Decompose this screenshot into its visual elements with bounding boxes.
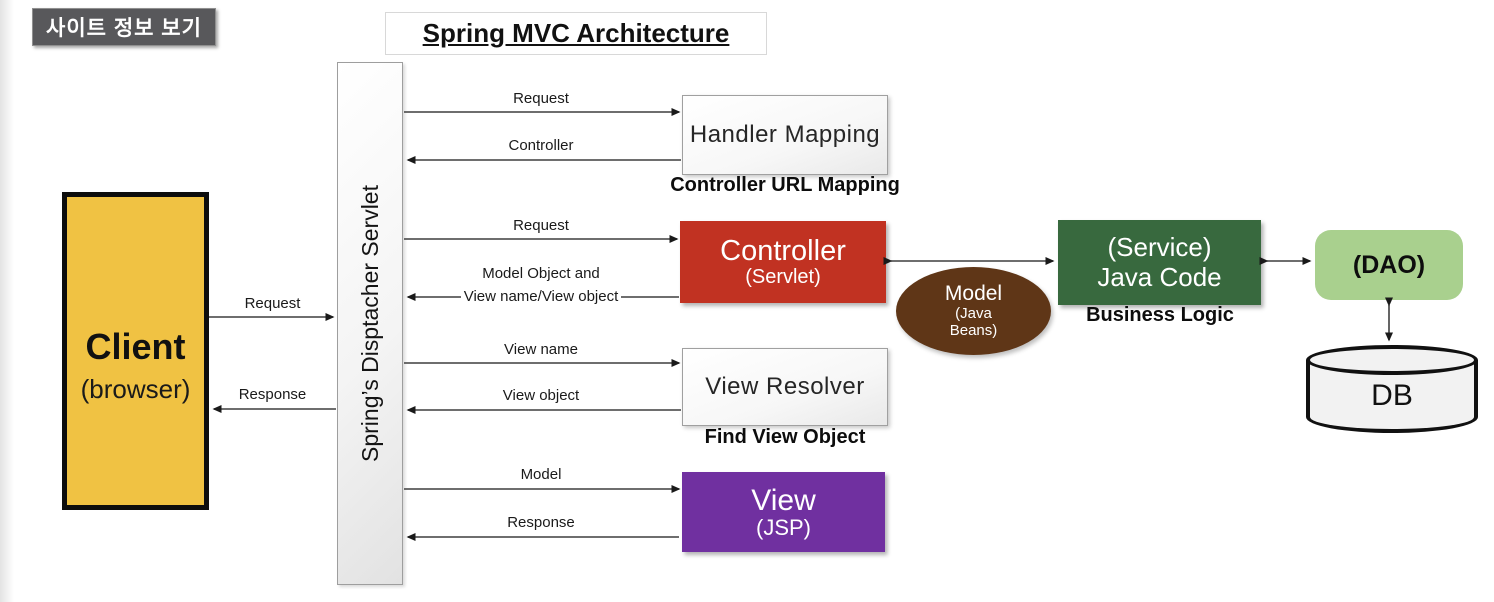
label-resolver-view-object: View object <box>502 387 580 404</box>
page-edge-shading <box>0 0 14 602</box>
view-title: View <box>751 483 816 517</box>
database-cylinder-top <box>1306 345 1478 375</box>
site-info-button-label: 사이트 정보 보기 <box>46 17 202 40</box>
view-subtitle: (JSP) <box>756 514 811 540</box>
controller-subtitle: (Servlet) <box>745 266 821 288</box>
service-title: (Service) <box>1107 232 1212 262</box>
label-handler-controller: Controller <box>508 137 574 154</box>
label-client-request: Request <box>244 295 301 312</box>
model-subtitle-line1: (Java <box>955 304 992 322</box>
model-title: Model <box>944 281 1003 305</box>
handler-mapping-title: Handler Mapping <box>689 121 881 148</box>
controller-title: Controller <box>720 235 846 267</box>
view-resolver-node: View Resolver <box>682 348 888 426</box>
client-subtitle: (browser) <box>80 373 191 404</box>
site-info-button[interactable]: 사이트 정보 보기 <box>32 8 216 46</box>
label-view-model: Model <box>520 466 562 483</box>
view-node: View (JSP) <box>682 472 885 552</box>
handler-mapping-node: Handler Mapping <box>682 95 888 175</box>
label-resolver-view-name: View name <box>504 341 578 358</box>
diagram-title-box: Spring MVC Architecture <box>385 12 767 55</box>
service-subtitle: Java Code <box>1097 262 1222 292</box>
client-node: Client (browser) <box>62 192 209 510</box>
model-subtitle-line2: Beans) <box>949 322 998 340</box>
label-handler-request: Request <box>513 90 569 107</box>
database-node: DB <box>1306 345 1478 433</box>
model-node: Model (Java Beans) <box>896 267 1051 355</box>
dao-label: (DAO) <box>1352 250 1426 279</box>
diagram-title: Spring MVC Architecture <box>422 18 730 48</box>
dispatcher-servlet-node: Spring’s Disptacher Servlet <box>337 62 403 585</box>
service-node: (Service) Java Code <box>1058 220 1261 305</box>
dao-node: (DAO) <box>1315 230 1463 300</box>
label-controller-return-line2-text: View name/View object <box>460 288 622 305</box>
view-resolver-caption: Find View Object <box>704 426 866 448</box>
client-title: Client <box>85 325 186 367</box>
database-label: DB <box>1371 379 1413 412</box>
view-resolver-title: View Resolver <box>705 373 865 400</box>
handler-mapping-caption: Controller URL Mapping <box>670 174 900 196</box>
label-client-response: Response <box>238 386 307 403</box>
label-view-response: Response <box>507 514 575 531</box>
controller-node: Controller (Servlet) <box>680 221 886 303</box>
label-controller-return-line1: Model Object and <box>482 265 600 282</box>
label-controller-request: Request <box>513 217 569 234</box>
service-caption: Business Logic <box>1086 304 1234 326</box>
label-controller-return-line2: View name/View object <box>404 288 678 305</box>
